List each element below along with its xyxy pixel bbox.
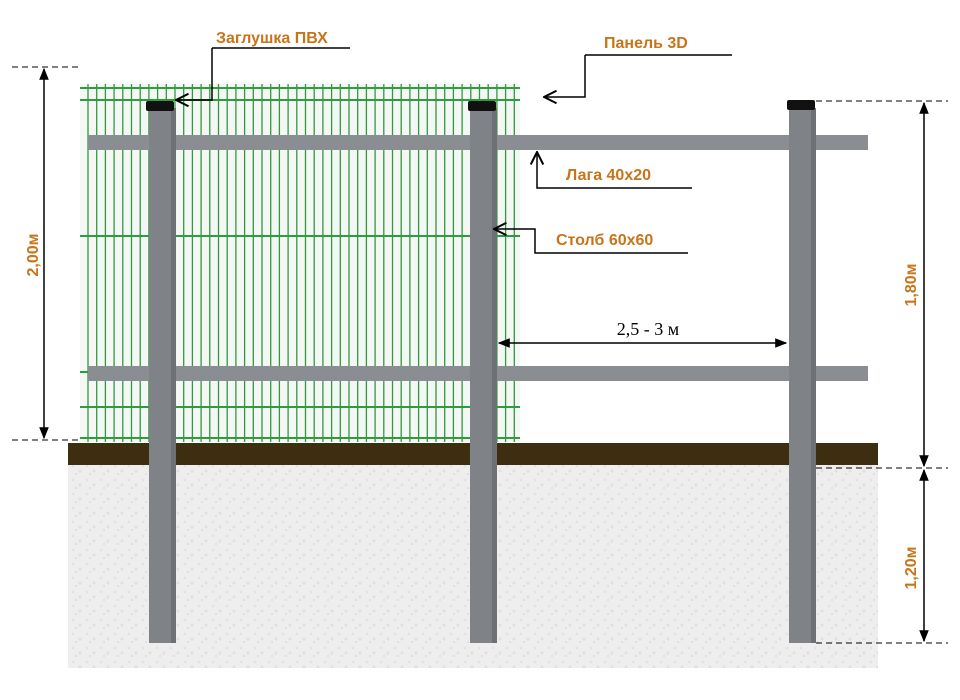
- post-cap-left: [146, 101, 174, 111]
- post-middle: [468, 101, 497, 643]
- dim-label-1-8m: 1,80м: [903, 264, 920, 307]
- post-left: [146, 101, 176, 643]
- post-leader: [494, 229, 688, 254]
- post-right: [787, 100, 816, 643]
- rail-label: Лага 40х20: [566, 167, 651, 184]
- panel-label: Панель 3D: [604, 35, 688, 52]
- panel-leader: [544, 55, 586, 97]
- post-label: Столб 60х60: [556, 232, 653, 249]
- rail-leader: [537, 152, 692, 189]
- dim-label-2m: 2,00м: [25, 234, 42, 277]
- cap-label: Заглушка ПВХ: [216, 30, 328, 47]
- dim-label-1-2m: 1,20м: [903, 547, 920, 590]
- dimension-guides: [12, 66, 948, 644]
- dim-label-spacing: 2,5 - 3 м: [617, 319, 679, 339]
- post-cap-middle: [468, 101, 496, 111]
- cap-leader: [176, 48, 213, 100]
- post-cap-right: [787, 100, 815, 110]
